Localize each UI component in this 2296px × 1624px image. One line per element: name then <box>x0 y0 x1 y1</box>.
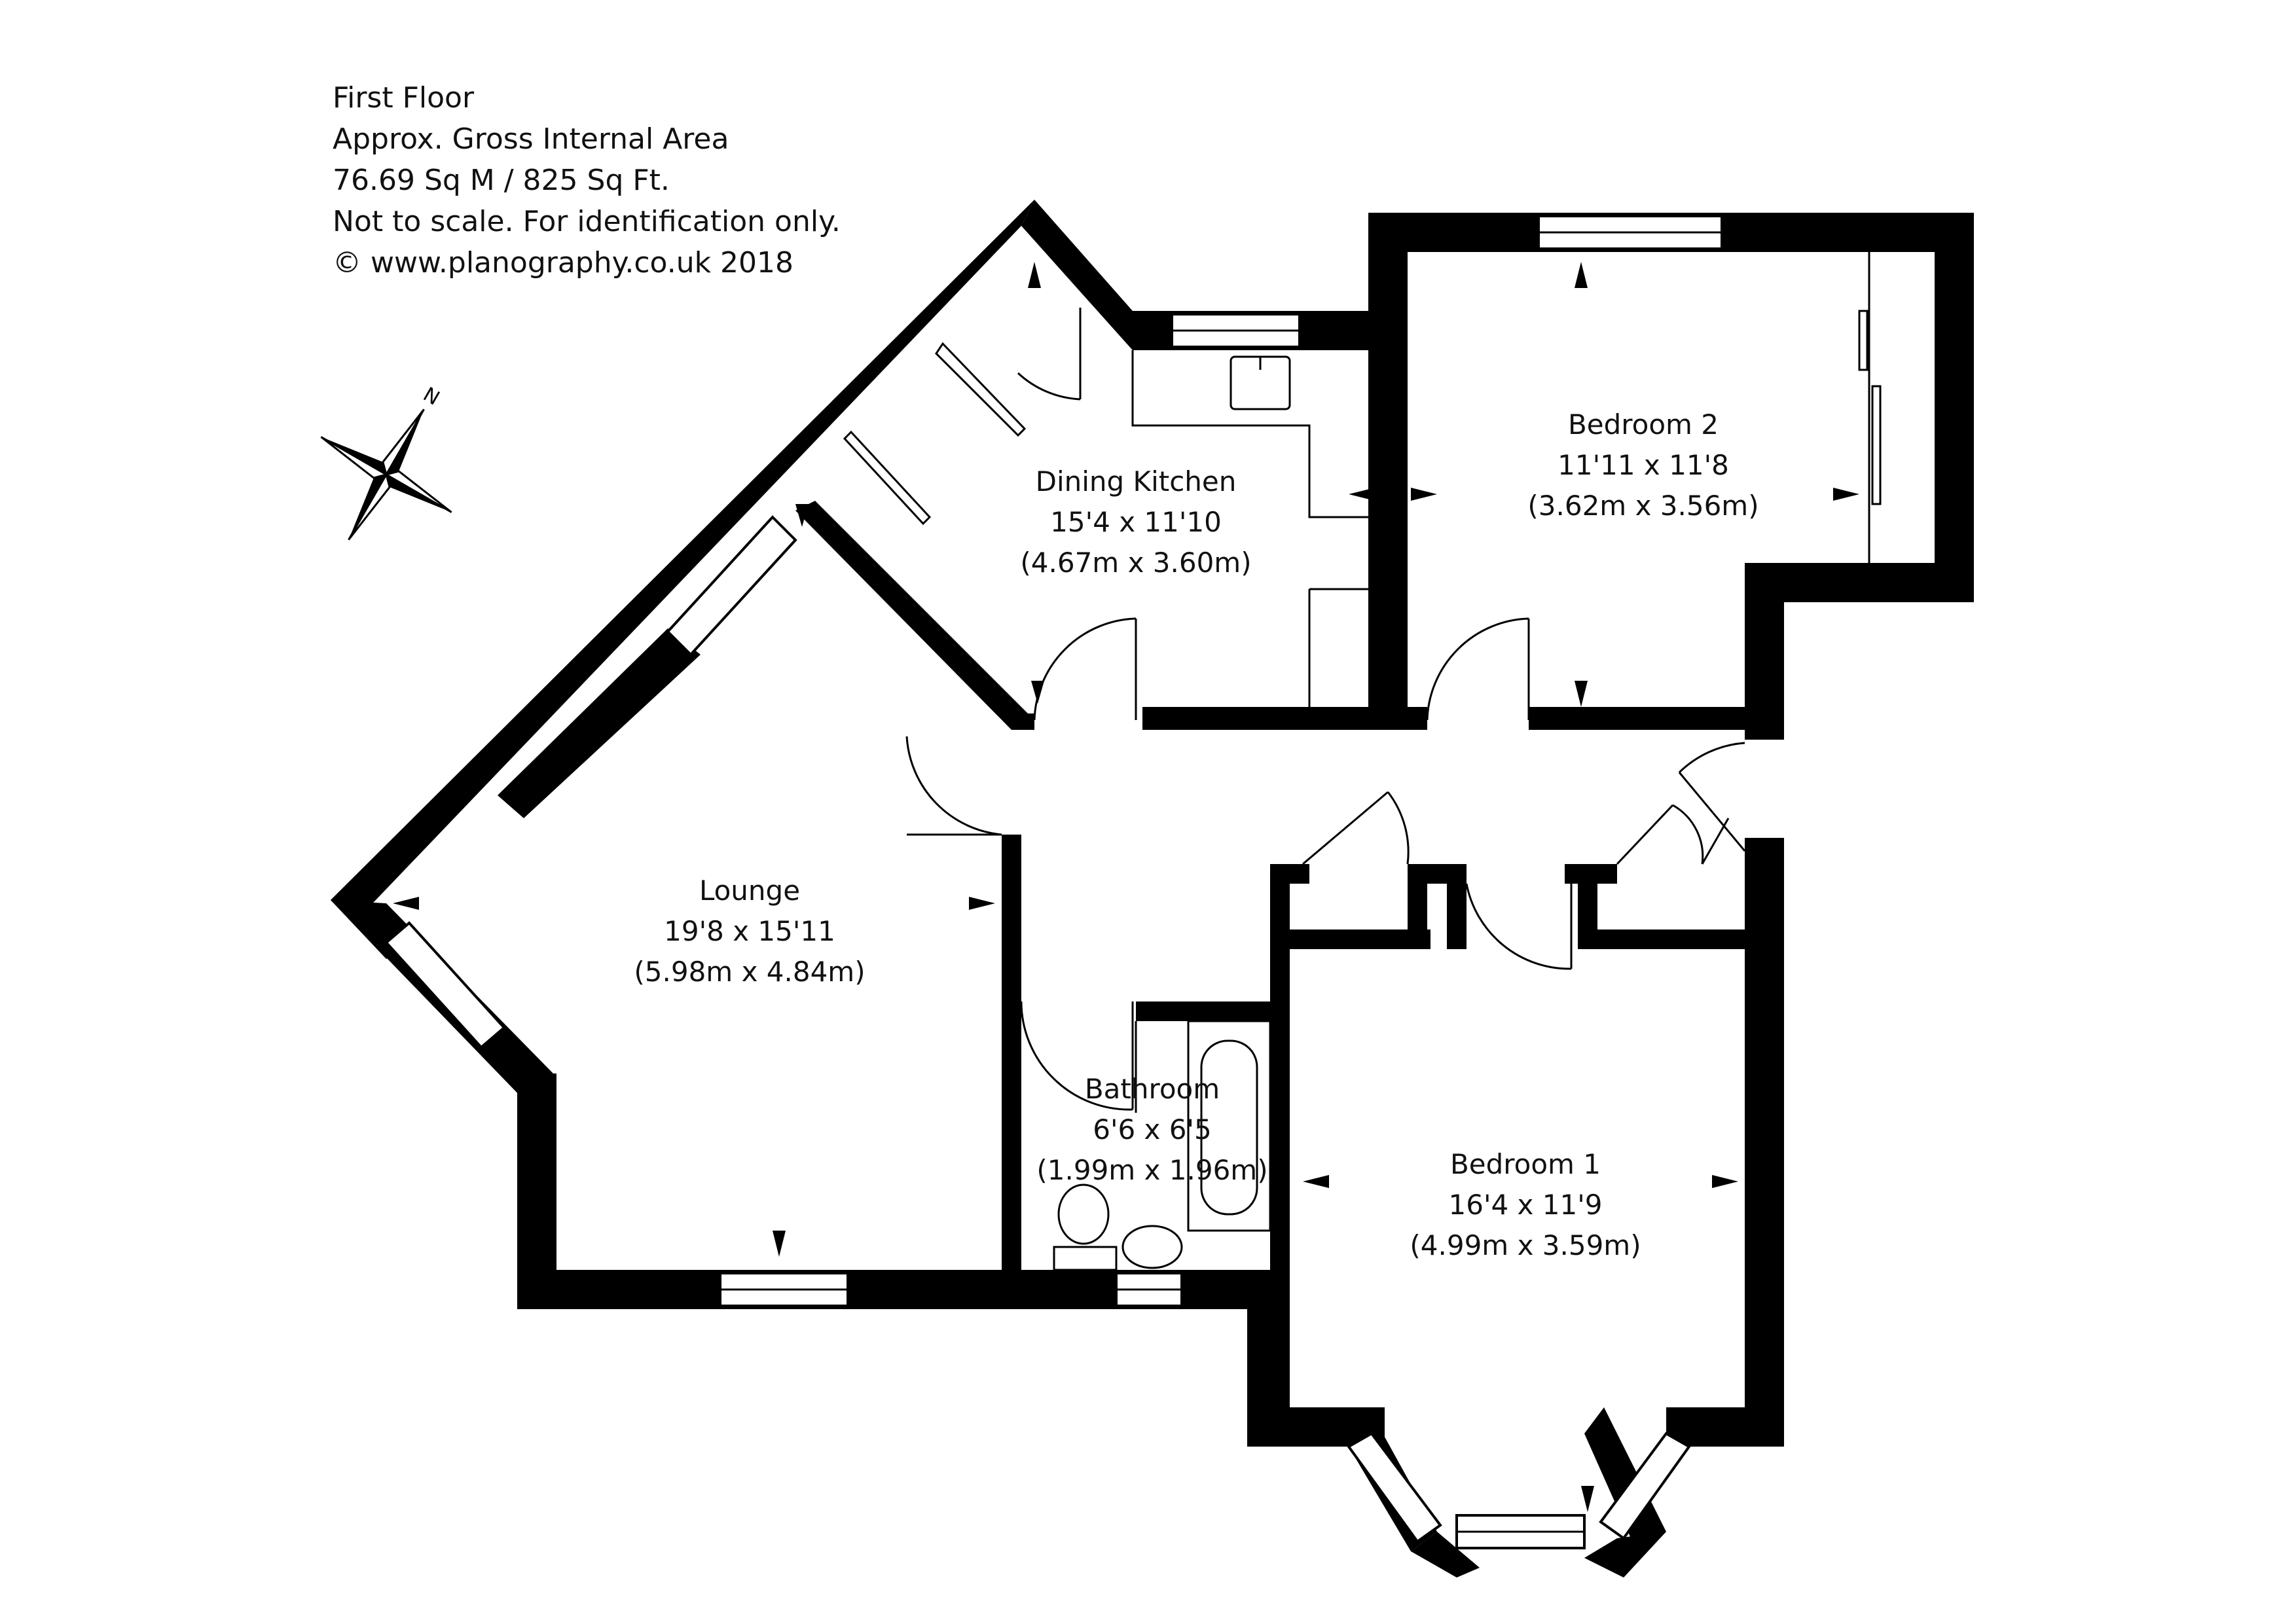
window-lounge-west <box>384 921 506 1049</box>
room-name: Dining Kitchen <box>1036 465 1237 497</box>
window-lounge-northwest <box>666 515 797 657</box>
room-size-imperial: 11'11 x 11'8 <box>1558 449 1729 481</box>
room-name: Bedroom 1 <box>1450 1148 1601 1180</box>
room-bedroom-1: Bedroom 1 16'4 x 11'9 (4.99m x 3.59m) <box>1410 1148 1641 1261</box>
basin-icon <box>1121 1225 1183 1269</box>
room-size-metric: (4.67m x 3.60m) <box>1020 547 1251 579</box>
toilet-icon <box>1053 1246 1118 1271</box>
room-name: Bedroom 2 <box>1568 408 1719 441</box>
doors <box>843 308 1746 1111</box>
room-size-imperial: 19'8 x 15'11 <box>664 915 835 947</box>
room-name: Bathroom <box>1085 1073 1220 1105</box>
room-name: Lounge <box>699 875 800 907</box>
room-size-metric: (1.99m x 1.96m) <box>1036 1154 1267 1186</box>
compass-north-label: N <box>419 383 443 410</box>
room-bathroom: Bathroom 6'6 x 6'5 (1.99m x 1.96m) <box>1036 1073 1267 1186</box>
walls <box>331 200 1974 1578</box>
room-size-metric: (5.98m x 4.84m) <box>634 956 865 988</box>
room-size-imperial: 6'6 x 6'5 <box>1093 1113 1212 1146</box>
scale-disclaimer: Not to scale. For identification only. <box>333 205 841 238</box>
room-size-metric: (3.62m x 3.56m) <box>1527 490 1758 522</box>
room-dining-kitchen: Dining Kitchen 15'4 x 11'10 (4.67m x 3.6… <box>1020 465 1251 579</box>
copyright: © www.planography.co.uk 2018 <box>333 246 794 280</box>
north-arrow-compass-icon: N <box>320 383 452 541</box>
window-bedroom1-bay-west <box>1347 1432 1442 1543</box>
floor-info: First Floor Approx. Gross Internal Area … <box>333 77 922 283</box>
fixtures <box>1053 252 1882 1271</box>
area-value: 76.69 Sq M / 825 Sq Ft. <box>333 164 670 197</box>
wardrobe-door-icon <box>1858 310 1868 371</box>
kitchen-worktop <box>1131 350 1381 518</box>
room-lounge: Lounge 19'8 x 15'11 (5.98m x 4.84m) <box>634 875 865 988</box>
area-label: Approx. Gross Internal Area <box>333 122 729 156</box>
room-bedroom-2: Bedroom 2 11'11 x 11'8 (3.62m x 3.56m) <box>1527 408 1758 522</box>
dimension-arrows <box>393 262 1859 1512</box>
window-bedroom1-bay-east <box>1599 1432 1691 1540</box>
windows <box>384 215 1723 1549</box>
room-size-imperial: 16'4 x 11'9 <box>1449 1189 1603 1221</box>
floor-title: First Floor <box>333 81 475 115</box>
room-size-metric: (4.99m x 3.59m) <box>1410 1229 1641 1261</box>
room-size-imperial: 15'4 x 11'10 <box>1050 506 1222 538</box>
